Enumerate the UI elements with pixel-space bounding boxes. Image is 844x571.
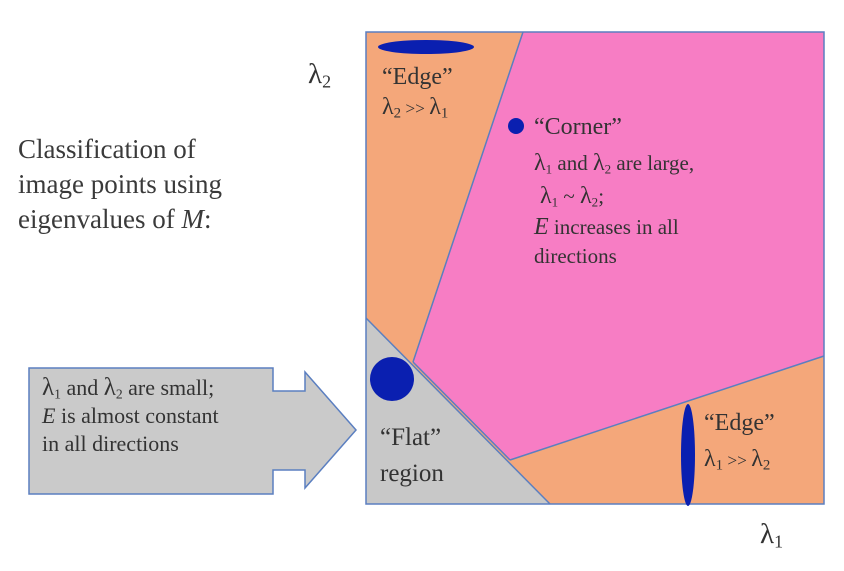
matrix-var: M xyxy=(181,204,204,234)
edge-bottom-title: “Edge” xyxy=(704,410,775,436)
intro-line-3-suffix: : xyxy=(203,204,212,234)
edge-top-relation: λ2 >> λ1 xyxy=(382,94,449,122)
intro-line-1: Classification of xyxy=(18,134,196,164)
flat-label: “Flat” region xyxy=(380,420,444,492)
diagram-frame xyxy=(365,31,825,505)
x-axis-symbol: λ xyxy=(760,518,775,550)
corner-line-2: λ1 ~ λ2; xyxy=(540,183,605,210)
y-axis-sub: 2 xyxy=(322,71,332,92)
corner-line-1: λ1 and λ2 are large, xyxy=(534,150,695,177)
flat-circle xyxy=(370,357,414,401)
intro-line-3: eigenvalues of M: xyxy=(18,202,318,237)
intro-line-3-prefix: eigenvalues of xyxy=(18,204,182,234)
edge-top-title: “Edge” xyxy=(382,64,453,90)
corner-line-3: E increases in all xyxy=(534,214,679,240)
corner-region xyxy=(413,32,824,460)
boundary-corner-flat xyxy=(412,361,511,461)
flat-title: “Flat” xyxy=(380,424,442,451)
edge-top-label: “Edge” λ2 >> λ1 xyxy=(382,62,453,124)
boundary-edge-corner-top xyxy=(412,31,524,363)
y-axis-label: λ2 xyxy=(308,58,331,91)
intro-text: Classification of image points using eig… xyxy=(18,132,318,237)
x-axis-label: λ1 xyxy=(760,518,783,551)
corner-line-4: directions xyxy=(534,244,617,268)
y-axis-symbol: λ xyxy=(308,58,323,90)
edge-bottom-relation: λ1 >> λ2 xyxy=(704,446,771,474)
edge-horizontal-ellipse xyxy=(378,40,474,54)
flat-subtitle: region xyxy=(380,460,444,487)
corner-title: “Corner” xyxy=(534,114,622,140)
flat-callout-text: λ1 and λ2 are small; E is almost constan… xyxy=(42,374,219,458)
boundary-flat xyxy=(365,317,551,505)
corner-dot xyxy=(508,118,524,134)
intro-line-2: image points using xyxy=(18,169,222,199)
edge-vertical-ellipse xyxy=(681,404,695,506)
flat-callout-arrow xyxy=(28,367,357,495)
flat-callout-line-3: in all directions xyxy=(42,431,179,456)
flat-callout-line-1: λ1 and λ2 are small; xyxy=(42,374,215,402)
flat-callout-line-2: E is almost constant xyxy=(42,403,219,428)
x-axis-sub: 1 xyxy=(774,531,784,552)
boundary-edge-corner-bottom xyxy=(509,355,825,461)
edge-bottom-label: “Edge” λ1 >> λ2 xyxy=(704,408,775,476)
corner-description: λ1 and λ2 are large, λ1 ~ λ2; E increase… xyxy=(534,150,694,270)
